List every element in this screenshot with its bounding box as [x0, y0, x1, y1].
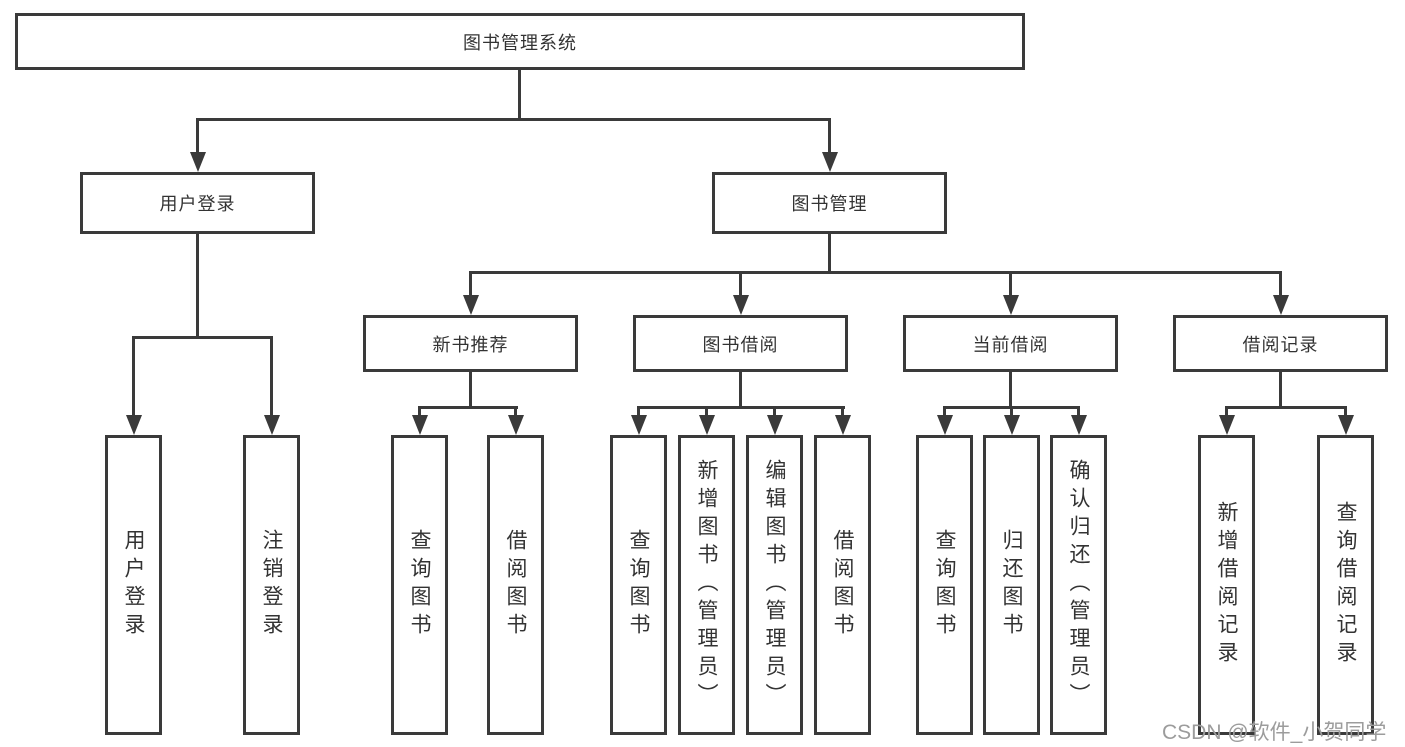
leaf-borrow-add-book-admin-label: 新增图书（管理员）: [695, 459, 718, 711]
connector-line: [1279, 271, 1282, 299]
leaf-borrow-edit-book-admin-label: 编辑图书（管理员）: [763, 459, 786, 711]
leaf-current-return-book-label: 归还图书: [1000, 529, 1023, 641]
leaf-records-add-record: 新增借阅记录: [1198, 435, 1255, 735]
leaf-current-confirm-return-admin: 确认归还（管理员）: [1050, 435, 1107, 735]
connector-line: [828, 234, 831, 274]
connector-line: [132, 336, 135, 418]
node-borrow-records: 借阅记录: [1173, 315, 1388, 372]
node-user-login: 用户登录: [80, 172, 315, 234]
connector-line: [1010, 406, 1013, 418]
leaf-current-confirm-return-admin-label: 确认归还（管理员）: [1067, 459, 1090, 711]
arrow-down-icon: [766, 415, 783, 435]
arrow-down-icon: [1003, 415, 1020, 435]
connector-line: [418, 406, 421, 418]
node-book-borrow-label: 图书借阅: [702, 334, 779, 355]
leaf-user-login: 用户登录: [105, 435, 162, 735]
connector-line: [196, 234, 199, 339]
leaf-borrow-borrow-book-label: 借阅图书: [831, 529, 854, 641]
arrow-down-icon: [507, 415, 524, 435]
leaf-logout: 注销登录: [243, 435, 300, 735]
leaf-newbooks-borrow-book: 借阅图书: [487, 435, 544, 735]
connector-line: [469, 271, 472, 299]
connector-line: [518, 70, 521, 121]
node-book-borrow: 图书借阅: [633, 315, 848, 372]
node-new-book-recommend: 新书推荐: [363, 315, 578, 372]
leaf-current-return-book: 归还图书: [983, 435, 1040, 735]
arrow-down-icon: [1070, 415, 1087, 435]
arrow-down-icon: [821, 152, 838, 172]
connector-line: [1009, 372, 1012, 409]
connector-line: [1344, 406, 1347, 418]
node-root-system: 图书管理系统: [15, 13, 1025, 70]
arrow-down-icon: [1337, 415, 1354, 435]
connector-line: [1225, 406, 1228, 418]
connector-line: [1077, 406, 1080, 418]
leaf-records-query-record: 查询借阅记录: [1317, 435, 1374, 735]
arrow-down-icon: [125, 415, 142, 435]
connector-line: [196, 118, 199, 156]
leaf-borrow-query-book: 查询图书: [610, 435, 667, 735]
connector-line: [739, 271, 742, 299]
node-current-borrow: 当前借阅: [903, 315, 1118, 372]
connector-line: [739, 372, 742, 409]
node-new-book-recommend-label: 新书推荐: [432, 334, 509, 355]
leaf-newbooks-query-book: 查询图书: [391, 435, 448, 735]
connector-line: [705, 406, 708, 418]
arrow-down-icon: [1218, 415, 1235, 435]
leaf-newbooks-borrow-book-label: 借阅图书: [504, 529, 527, 641]
connector-line: [1279, 372, 1282, 409]
connector-line: [1225, 406, 1347, 409]
node-root-label: 图书管理系统: [463, 32, 577, 53]
leaf-borrow-borrow-book: 借阅图书: [814, 435, 871, 735]
arrow-down-icon: [1002, 295, 1019, 315]
connector-line: [270, 336, 273, 418]
connector-line: [418, 406, 518, 409]
arrow-down-icon: [263, 415, 280, 435]
connector-line: [943, 406, 946, 418]
node-book-management: 图书管理: [712, 172, 947, 234]
connector-line: [469, 372, 472, 409]
connector-line: [469, 271, 1282, 274]
connector-line: [773, 406, 776, 418]
leaf-logout-label: 注销登录: [260, 529, 283, 641]
node-current-borrow-label: 当前借阅: [972, 334, 1049, 355]
connector-line: [196, 118, 831, 121]
arrow-down-icon: [936, 415, 953, 435]
arrow-down-icon: [732, 295, 749, 315]
arrow-down-icon: [189, 152, 206, 172]
connector-line: [841, 406, 844, 418]
arrow-down-icon: [1272, 295, 1289, 315]
connector-line: [1009, 271, 1012, 299]
node-borrow-records-label: 借阅记录: [1242, 334, 1319, 355]
connector-line: [514, 406, 517, 418]
connector-line: [637, 406, 845, 409]
connector-line: [828, 118, 831, 156]
node-user-login-label: 用户登录: [159, 194, 236, 214]
leaf-user-login-label: 用户登录: [122, 529, 145, 641]
arrow-down-icon: [698, 415, 715, 435]
leaf-current-query-book: 查询图书: [916, 435, 973, 735]
leaf-borrow-add-book-admin: 新增图书（管理员）: [678, 435, 735, 735]
arrow-down-icon: [462, 295, 479, 315]
node-book-management-label: 图书管理: [791, 194, 868, 214]
leaf-borrow-edit-book-admin: 编辑图书（管理员）: [746, 435, 803, 735]
connector-line: [132, 336, 273, 339]
leaf-records-query-record-label: 查询借阅记录: [1334, 501, 1357, 669]
arrow-down-icon: [411, 415, 428, 435]
leaf-borrow-query-book-label: 查询图书: [627, 529, 650, 641]
arrow-down-icon: [630, 415, 647, 435]
arrow-down-icon: [834, 415, 851, 435]
csdn-watermark: CSDN @软件_小贺同学: [1162, 721, 1387, 744]
leaf-newbooks-query-book-label: 查询图书: [408, 529, 431, 641]
connector-line: [637, 406, 640, 418]
leaf-records-add-record-label: 新增借阅记录: [1215, 501, 1238, 669]
leaf-current-query-book-label: 查询图书: [933, 529, 956, 641]
